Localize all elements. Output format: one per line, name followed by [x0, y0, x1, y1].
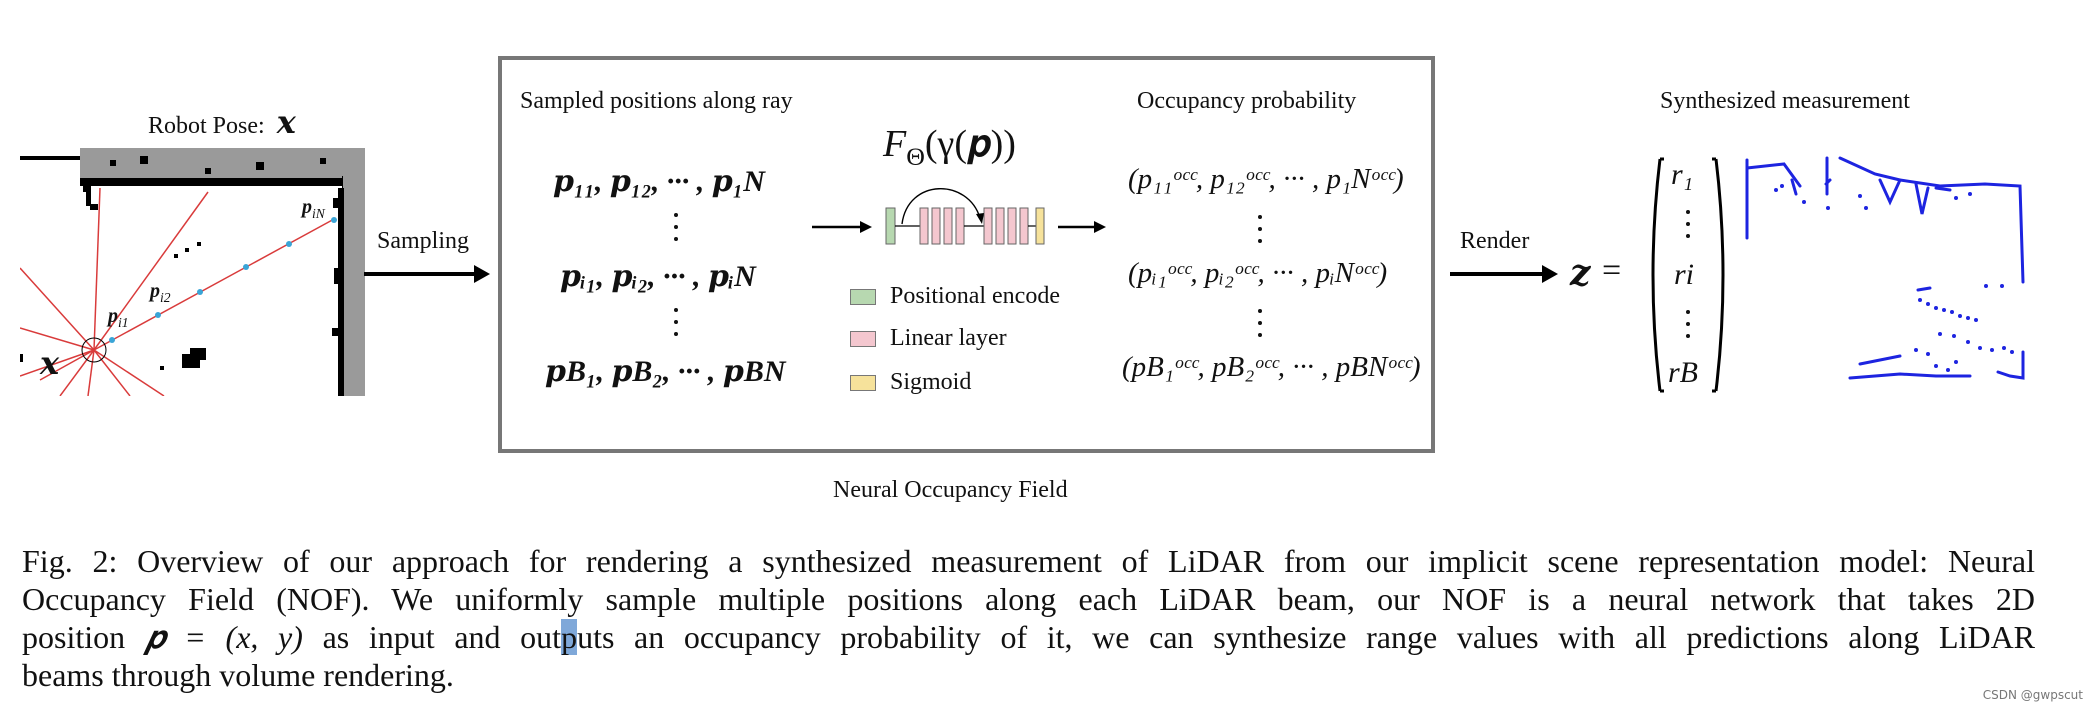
- legend-item-positional-encode: Positional encode: [850, 283, 1060, 310]
- occupancy-row-1: (p₁₁ᵒᶜᶜ, p₁₂ᵒᶜᶜ, ··· , p₁Nᵒᶜᶜ): [1128, 163, 1404, 195]
- occupancy-vdots-1: [1255, 215, 1265, 250]
- vector-entry-rB: rB: [1668, 356, 1698, 389]
- legend-label-positional-encode: Positional encode: [890, 283, 1060, 309]
- p-iN-subscript: iN: [312, 205, 325, 221]
- sampled-vdots-2: [671, 308, 681, 343]
- csdn-watermark: CSDN @gwpscut: [1982, 688, 2083, 702]
- sampling-label: Sampling: [377, 228, 470, 254]
- legend: Positional encode Linear layer Sigmoid: [850, 283, 1110, 403]
- linear-layers-group-2: [983, 207, 1029, 245]
- legend-swatch-green: [850, 288, 876, 305]
- caption-line-3-end: uts an occupancy probability of it, we c…: [577, 619, 2036, 655]
- vector-entry-r1: r₁: [1671, 158, 1694, 191]
- positional-encode-block: [885, 207, 896, 245]
- function-subscript: Θ: [906, 142, 925, 172]
- map-obstacles: [20, 242, 206, 370]
- p-i1-subscript: i1: [118, 314, 129, 330]
- function-symbol: F: [883, 123, 907, 165]
- legend-label-linear-layer: Linear layer: [890, 325, 1007, 351]
- p-i2-subscript: i2: [160, 289, 171, 305]
- function-argument: (γ(𝒑)): [924, 123, 1016, 165]
- arrow-out-head: [1094, 221, 1106, 233]
- p-i2-symbol: p: [150, 280, 160, 302]
- linear-layers-group-1: [919, 207, 965, 245]
- render-label: Render: [1460, 228, 1530, 254]
- arrow-in-head: [860, 221, 872, 233]
- network-diagram: [812, 188, 1106, 245]
- lidar-scan-plot: [1745, 156, 2025, 380]
- render-arrow: [1450, 265, 1558, 283]
- sampled-row-1: 𝒑₁₁, 𝒑₁₂, ··· , 𝒑₁N: [553, 165, 765, 198]
- occupancy-map: [20, 148, 365, 396]
- occupancy-title: Occupancy probability: [1137, 88, 1357, 114]
- sampled-row-3: 𝒑B₁, 𝒑B₂, ··· , 𝒑BN: [545, 355, 786, 388]
- measurement-title: Synthesized measurement: [1660, 88, 1910, 114]
- caption-line-3: position 𝒑 = (x, y) as input and outputs…: [22, 618, 2035, 656]
- map-wall-top-edge: [80, 178, 365, 186]
- p-i1-label: pi1: [108, 305, 129, 331]
- occupancy-row-3: (pB₁ᵒᶜᶜ, pB₂ᵒᶜᶜ, ··· , pBNᵒᶜᶜ): [1122, 351, 1421, 383]
- nof-box: [498, 56, 1435, 453]
- p-iN-symbol: p: [302, 196, 312, 218]
- sampled-row-2: 𝒑ᵢ₁, 𝒑ᵢ₂, ··· , 𝒑ᵢN: [560, 260, 756, 293]
- z-symbol: 𝒛: [1570, 253, 1591, 293]
- legend-label-sigmoid: Sigmoid: [890, 369, 972, 395]
- occupancy-row-2: (pᵢ₁ᵒᶜᶜ, pᵢ₂ᵒᶜᶜ, ··· , pᵢNᵒᶜᶜ): [1128, 257, 1388, 289]
- map-wall-right-edge: [338, 188, 344, 396]
- lidar-rays: [20, 187, 337, 396]
- robot-pose-symbol: 𝒙: [276, 104, 296, 140]
- vector-vdots-2: [1683, 310, 1693, 345]
- sampled-vdots-1: [671, 213, 681, 248]
- figure-caption: Fig. 2: Overview of our approach for ren…: [22, 542, 2035, 694]
- sampling-arrow: [364, 265, 490, 283]
- occupancy-vdots-2: [1255, 309, 1265, 344]
- map-wall-right: [343, 170, 365, 396]
- legend-swatch-yellow: [850, 374, 876, 391]
- sampled-title: Sampled positions along ray: [520, 88, 793, 114]
- vector-entry-ri: ri: [1674, 258, 1695, 291]
- legend-item-sigmoid: Sigmoid: [850, 369, 971, 396]
- caption-line-4: beams through volume rendering.: [22, 657, 454, 693]
- equals-sign: =: [1602, 252, 1622, 289]
- caption-line-2: Occupancy Field (NOF). We uniformly samp…: [22, 581, 2035, 617]
- p-i2-label: pi2: [150, 280, 171, 306]
- vector-brackets: [1651, 157, 1725, 393]
- vector-vdots-1: [1683, 210, 1693, 245]
- robot-pose-text: Robot Pose:: [148, 113, 265, 139]
- map-right-noise: [332, 198, 339, 336]
- robot-pose-label: Robot Pose: 𝒙: [148, 103, 296, 141]
- sample-points: [109, 217, 337, 343]
- map-wall-left-edge: [20, 156, 80, 160]
- scan-points: [1774, 184, 2014, 372]
- skip-connection-arc: [901, 188, 981, 225]
- robot-x-symbol: 𝒙: [40, 345, 60, 381]
- legend-swatch-pink: [850, 330, 876, 347]
- scan-outline: [1745, 156, 2025, 380]
- caption-highlighted-char: p: [561, 619, 578, 655]
- p-i1-symbol: p: [108, 305, 118, 327]
- caption-line-3-middle: as input and out: [322, 619, 562, 655]
- legend-item-linear-layer: Linear layer: [850, 325, 1007, 352]
- caption-line-3-start: position: [22, 619, 126, 655]
- sigmoid-block: [1035, 207, 1045, 245]
- function-title: FΘ(γ(𝒑)): [883, 122, 1016, 172]
- p-iN-label: piN: [302, 196, 325, 222]
- caption-line-1: Fig. 2: Overview of our approach for ren…: [22, 543, 2035, 579]
- caption-formula: 𝒑 = (x, y): [144, 619, 303, 655]
- robot-circle: [81, 337, 107, 363]
- map-wall-top: [80, 148, 365, 180]
- nof-caption-label: Neural Occupancy Field: [833, 477, 1068, 503]
